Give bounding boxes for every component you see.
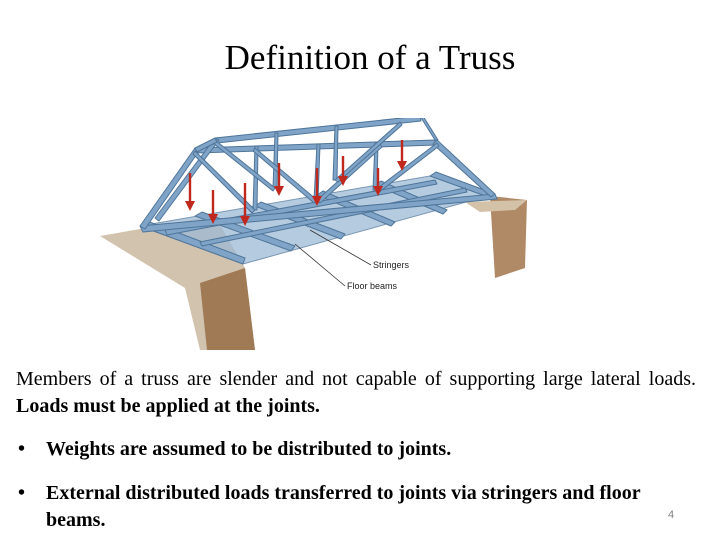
ground-right-top xyxy=(465,200,527,212)
slide-title: Definition of a Truss xyxy=(224,38,516,77)
paragraph-text: Members of a truss are slender and not c… xyxy=(16,368,696,390)
bullet-marker: • xyxy=(18,438,26,460)
ground-right xyxy=(490,196,527,278)
ground-left-face xyxy=(200,268,255,350)
definition-paragraph: Members of a truss are slender and not c… xyxy=(16,366,701,420)
bullet-item: • Weights are assumed to be distributed … xyxy=(18,436,703,463)
label-stringers: Stringers xyxy=(373,260,410,270)
page-number: 4 xyxy=(668,509,675,521)
bullet-item: • External distributed loads transferred… xyxy=(18,480,703,534)
bullet-marker: • xyxy=(18,482,26,504)
label-floor-beams: Floor beams xyxy=(347,281,398,291)
paragraph-bold-text: Loads must be applied at the joints. xyxy=(16,395,320,417)
truss-bridge-figure: Stringers Floor beams xyxy=(95,118,535,350)
bullet-text: External distributed loads transferred t… xyxy=(46,482,641,531)
bullet-text: Weights are assumed to be distributed to… xyxy=(46,438,452,460)
